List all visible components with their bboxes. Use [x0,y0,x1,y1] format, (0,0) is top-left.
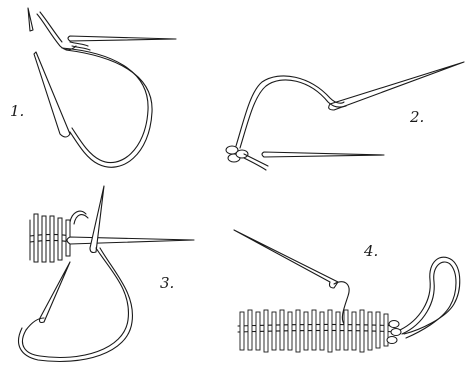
needle-fragment [28,8,33,31]
step-4-figure [234,230,460,352]
stitch-comb-long [238,310,401,352]
needle-horizontal [262,152,384,157]
step-label-1: 1. [10,104,24,119]
step-label-3: 3. [160,276,174,291]
thread-large-loop [22,248,128,358]
step-label-2: 2. [410,110,424,125]
needle-horizontal [67,237,194,244]
step-2-figure [226,62,464,170]
needle-horizontal [68,36,176,41]
needle-diagonal [234,230,338,288]
step-label-4: 4. [364,244,378,259]
step-1-figure [28,8,176,167]
thread-large-loop [62,48,148,163]
needle-diagonal [329,62,464,110]
needle-short [40,262,71,323]
knot [226,146,268,170]
needle-diagonal [34,52,70,137]
thread-arc [236,76,344,146]
stitch-comb [30,211,88,262]
thread-loop-top [37,14,76,50]
